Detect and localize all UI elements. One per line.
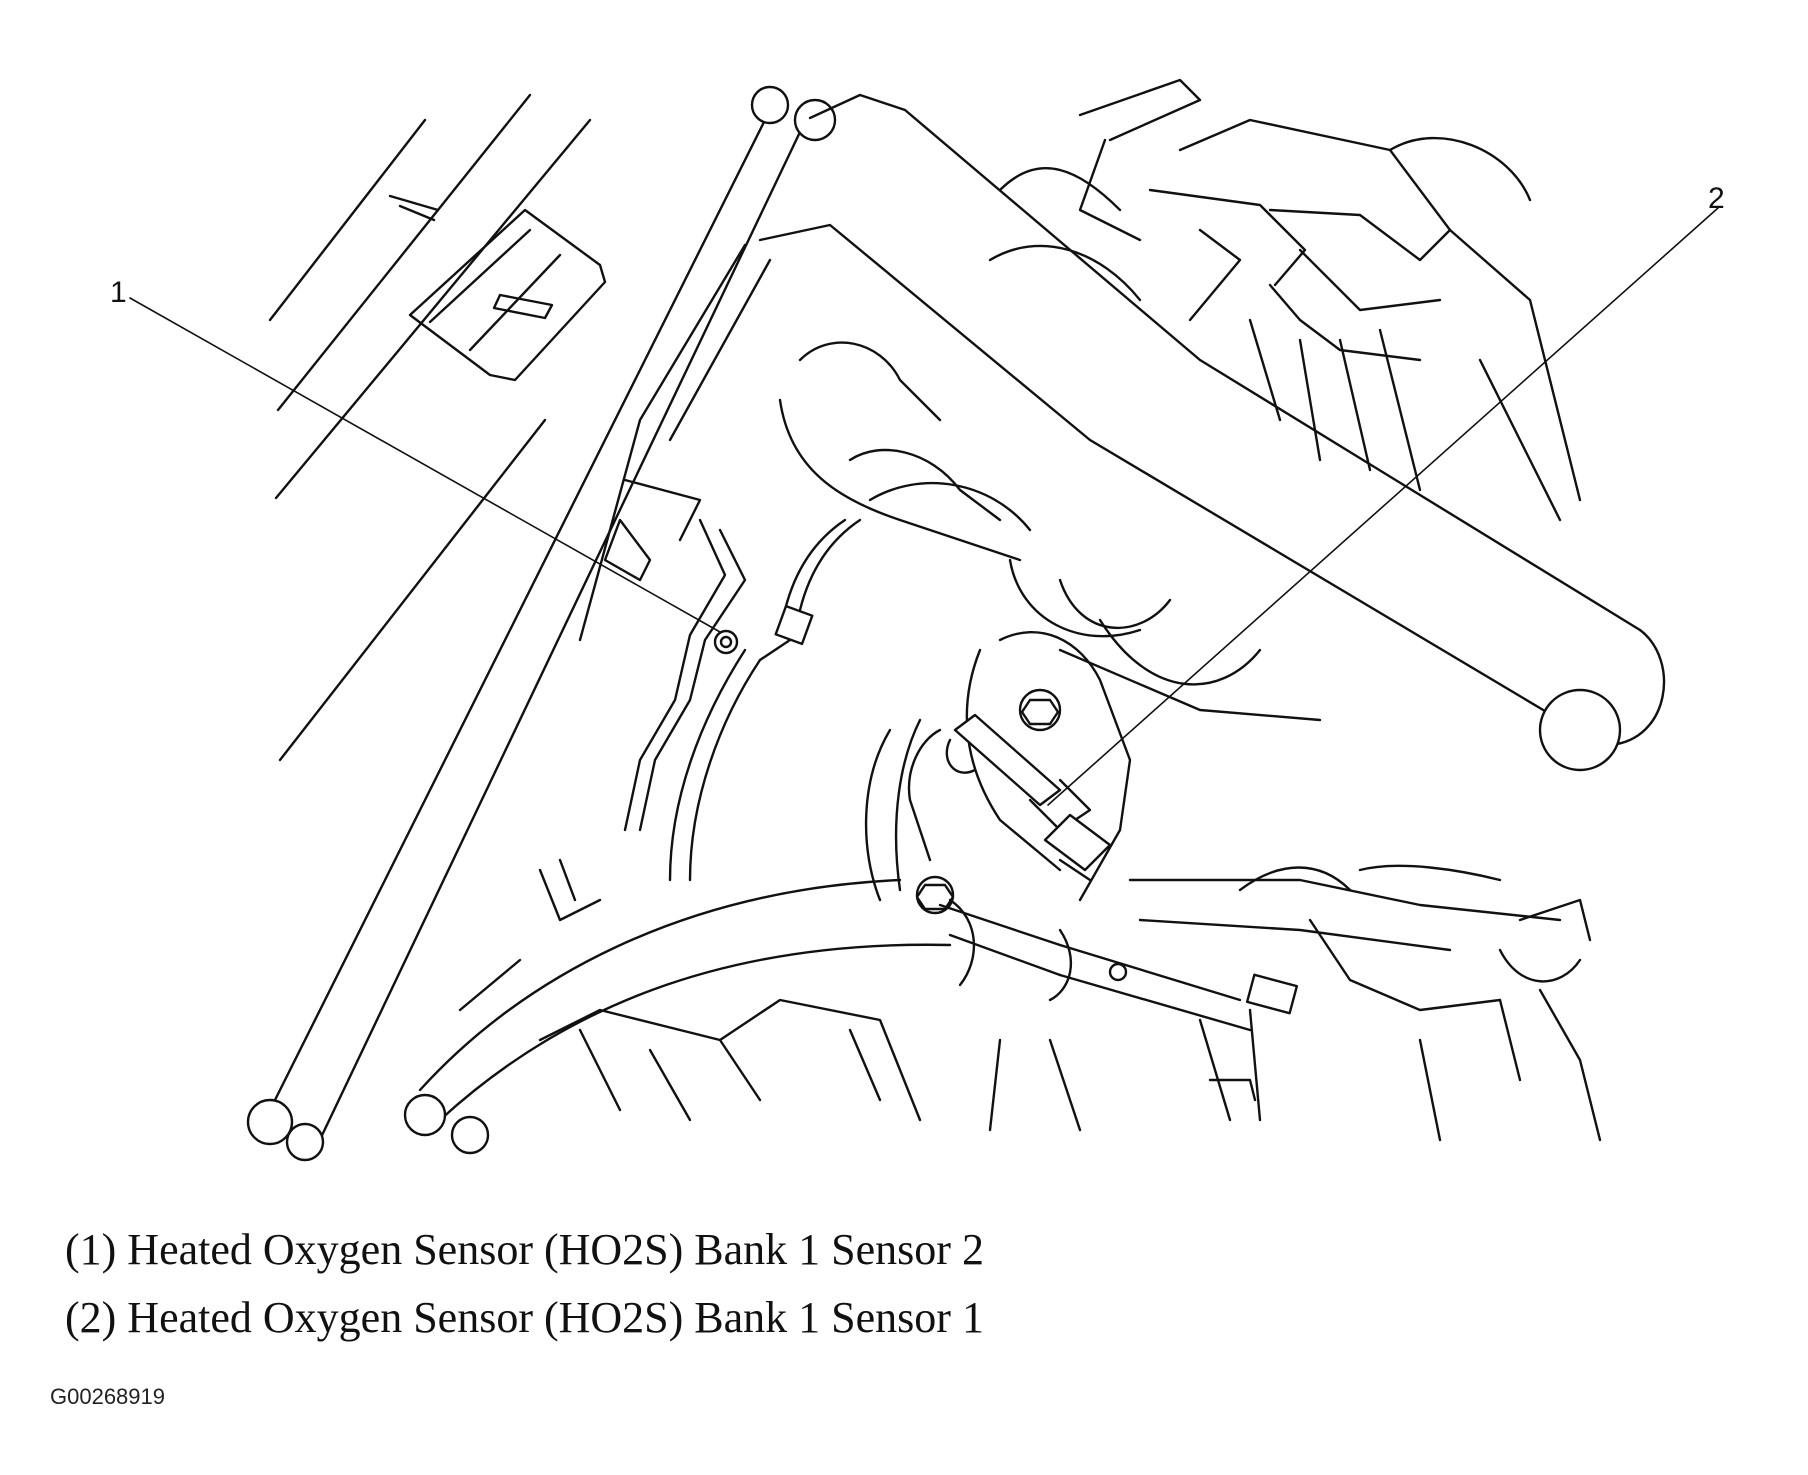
upper-wire-harness: [988, 78, 1582, 522]
lower-right-assembly: [988, 864, 1602, 1142]
callout-label-2: 2: [1708, 182, 1725, 215]
sensor-1-wire: [668, 518, 862, 882]
lower-left-structure: [458, 858, 922, 1122]
callout-label-1: 1: [110, 276, 127, 309]
legend-item-2: (2) Heated Oxygen Sensor (HO2S) Bank 1 S…: [65, 1293, 984, 1342]
tube-bracket-strip: [578, 243, 772, 832]
upper-manifold-tube: [758, 93, 1666, 772]
left-long-tube: [246, 85, 837, 1162]
figure-id: G00268919: [50, 1384, 165, 1409]
leader-line-2: [1047, 207, 1719, 806]
upper-connector-block: [408, 208, 607, 382]
lower-curved-pipe: [403, 878, 1252, 1155]
left-bracket-lines: [268, 93, 592, 762]
sensor-1-body: [713, 629, 739, 655]
engine-line-drawing: [129, 78, 1719, 1162]
leader-line-1: [129, 297, 721, 633]
mid-hose-elbow: [778, 341, 1322, 722]
sensor-2-body: [907, 713, 1112, 882]
exhaust-flange: [864, 630, 1132, 915]
legend-item-1: (1) Heated Oxygen Sensor (HO2S) Bank 1 S…: [65, 1225, 984, 1274]
